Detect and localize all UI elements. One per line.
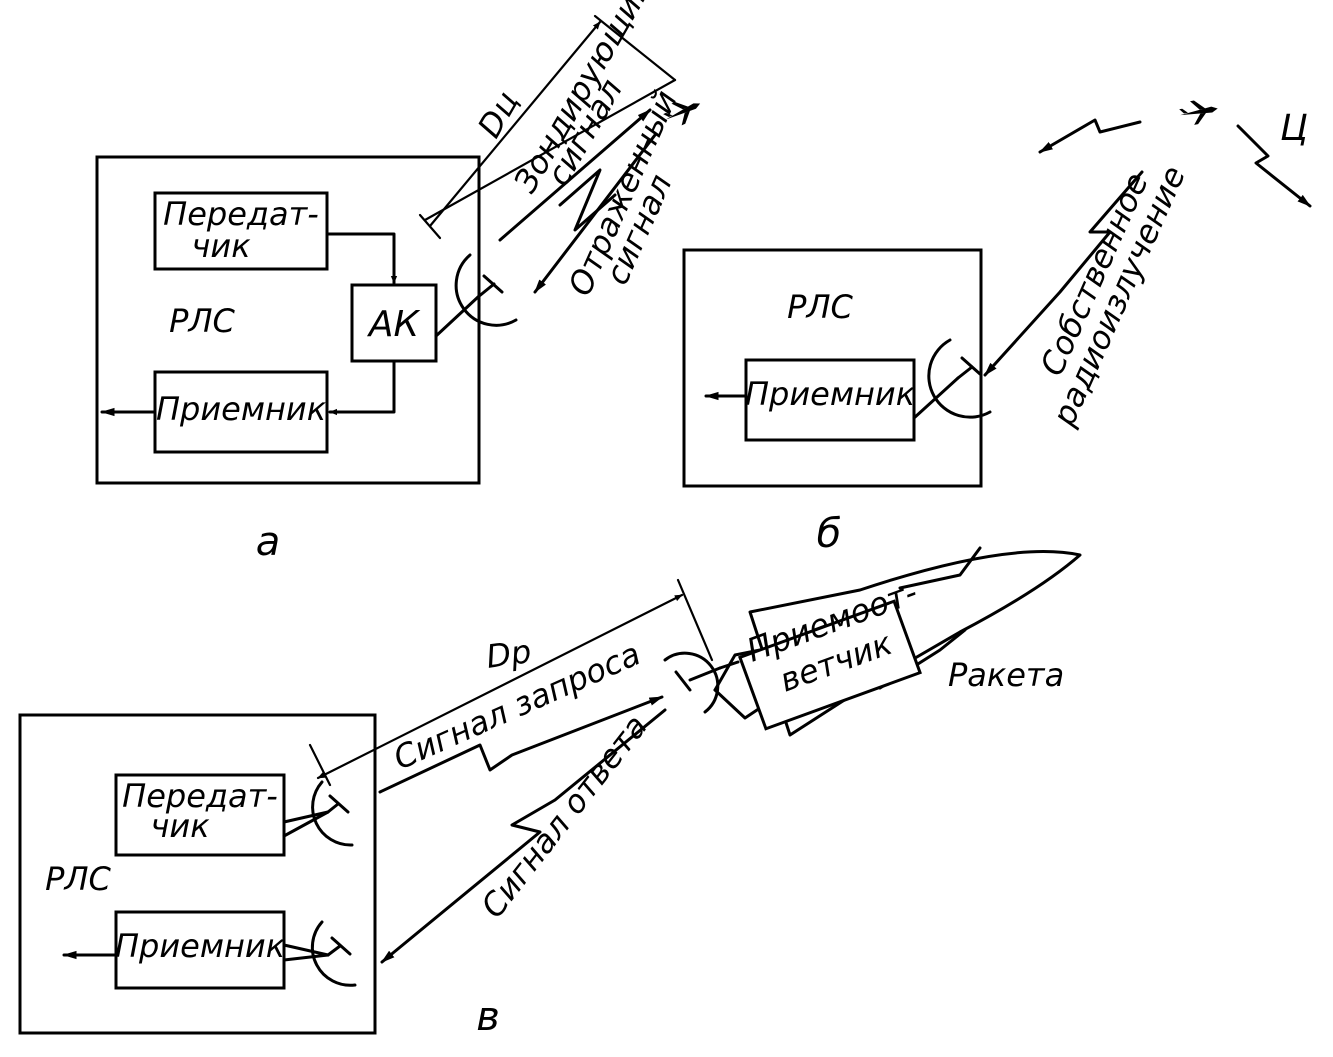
- missile-label: Ракета: [948, 656, 1064, 694]
- response-label: Сигнал ответа: [473, 708, 654, 925]
- receiver-box-c: [114, 910, 286, 990]
- aircraft-icon-b: [1179, 100, 1218, 125]
- ak-to-rx-arrow: [328, 359, 396, 416]
- transmitter-label-a-1: Передат-: [163, 195, 319, 233]
- request-signal-arrow: [378, 695, 664, 794]
- receiver-box-b: [744, 358, 916, 442]
- emission-arrow-right: [1236, 124, 1312, 208]
- own-emission-arrow: [983, 170, 1144, 377]
- aircraft-icon-a: [663, 101, 701, 126]
- reflected-signal-arrow: [533, 133, 657, 294]
- probe-signal-arrow: [498, 108, 652, 242]
- caption-b: б: [817, 511, 842, 557]
- response-signal-arrow: [380, 708, 667, 964]
- transmitter-box-a: [153, 191, 329, 271]
- distance-line-a: [423, 78, 677, 222]
- antenna-rx-c: [282, 920, 357, 987]
- receiver-label-a: Приемник: [156, 390, 327, 428]
- receiver-label-b: Приемник: [745, 375, 916, 413]
- caption-c: в: [476, 994, 500, 1040]
- antenna-tx-c: [282, 780, 354, 847]
- panel-b: Приемник РЛС Ц Собственное радиоизлучени…: [682, 100, 1312, 557]
- antenna-switch-box: [350, 283, 438, 363]
- radar-label-b: РЛС: [787, 288, 853, 326]
- antenna-a: [434, 253, 518, 338]
- target-label: Ц: [1280, 108, 1308, 149]
- transmitter-label-c-1: Передат-: [122, 777, 278, 815]
- radar-label-a: РЛС: [169, 302, 235, 340]
- panel-a: Передат- чик АК Приемник РЛС Dц Зон: [95, 0, 701, 565]
- antenna-b: [912, 338, 992, 420]
- transmitter-box-c: [114, 773, 286, 857]
- distance-dim-c: [316, 593, 684, 780]
- antenna-missile: [663, 651, 740, 714]
- tx-to-ak-arrow: [325, 232, 398, 285]
- receiver-label-c: Приемник: [115, 927, 286, 965]
- receiver-box-a: [153, 370, 329, 454]
- transmitter-label-a-2: чик: [191, 227, 251, 265]
- distance-dim-a: [428, 20, 602, 228]
- distance-label-a: Dц: [470, 85, 526, 144]
- distance-label-c: Dр: [484, 632, 534, 676]
- radar-label-c: РЛС: [45, 860, 111, 898]
- transponder-box: [738, 599, 922, 731]
- emission-arrow-left: [1038, 118, 1142, 154]
- transmitter-label-c-2: чик: [150, 807, 210, 845]
- antenna-switch-label: АК: [367, 304, 421, 345]
- panel-c: Передат- чик Приемник РЛС Dр Сигн: [18, 546, 1082, 1040]
- caption-a: а: [256, 519, 281, 565]
